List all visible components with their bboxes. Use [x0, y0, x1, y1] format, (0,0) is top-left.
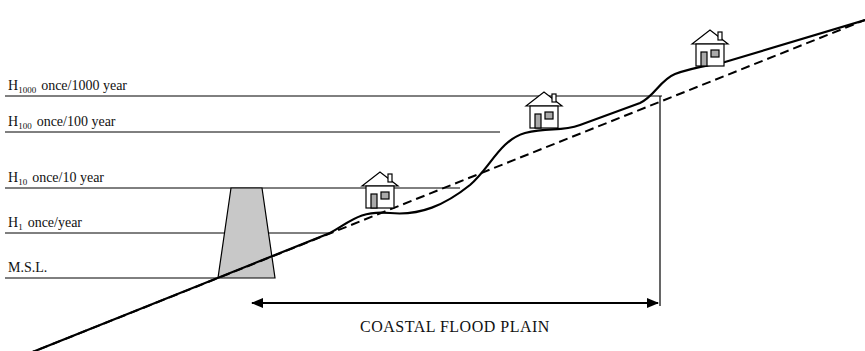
- level-label: M.S.L.: [8, 260, 47, 275]
- level-symbol: H: [8, 170, 18, 185]
- level-subscript: 10: [18, 177, 27, 187]
- water-level-label: H100 once/100 year: [8, 114, 116, 134]
- level-subscript: 1000: [18, 85, 36, 95]
- level-label: once/1000 year: [41, 78, 127, 93]
- level-label: once/10 year: [32, 170, 104, 185]
- level-symbol: H: [8, 78, 18, 93]
- level-subscript: 100: [18, 121, 32, 131]
- terrain-profile: [0, 20, 865, 351]
- water-level-lines: [5, 96, 662, 278]
- level-symbol: H: [8, 215, 18, 230]
- dike: [218, 188, 275, 278]
- water-level-label: H1000 once/1000 year: [8, 78, 127, 98]
- water-level-label: H1 once/year: [8, 215, 82, 235]
- water-level-label: H10 once/10 year: [8, 170, 104, 190]
- flood-plain-arrow: [252, 302, 658, 304]
- mean-slope-line: [0, 20, 865, 351]
- level-label: once/100 year: [37, 114, 116, 129]
- level-symbol: H: [8, 114, 18, 129]
- level-label: once/year: [28, 215, 82, 230]
- flood-plain-caption: COASTAL FLOOD PLAIN: [357, 318, 553, 336]
- flood-plain-limit: [659, 96, 660, 306]
- water-level-label: M.S.L.: [8, 260, 47, 276]
- level-subscript: 1: [18, 222, 23, 232]
- house-icon: [362, 30, 728, 208]
